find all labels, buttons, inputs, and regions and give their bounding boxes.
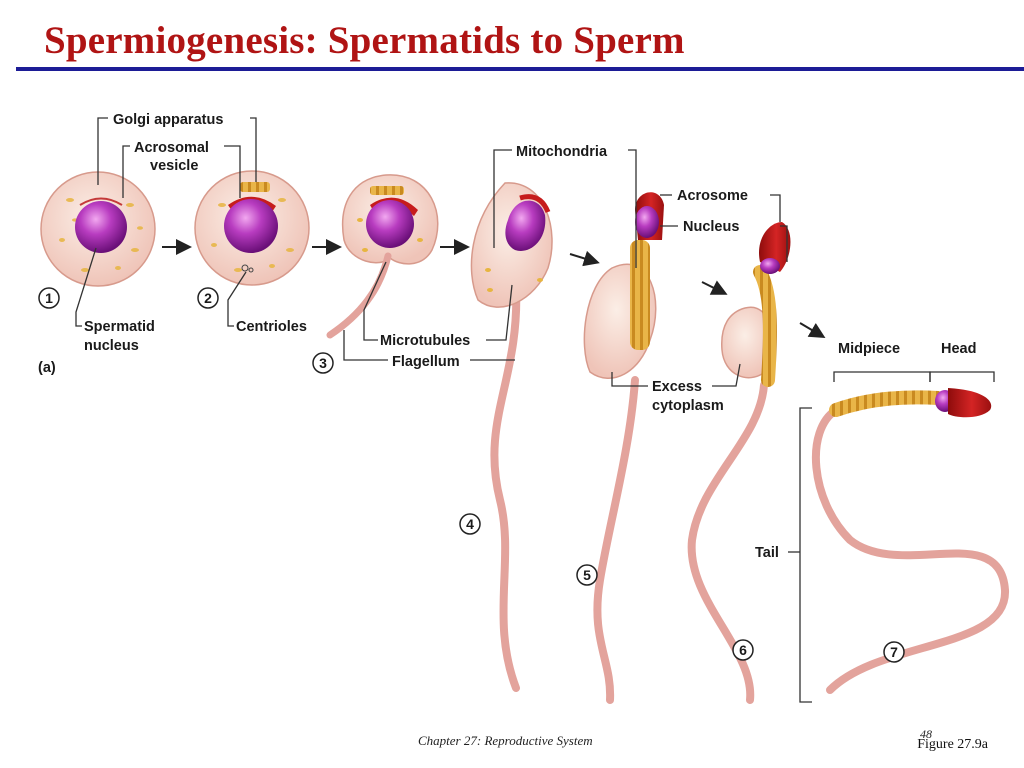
- stage-number-6: 6: [732, 639, 754, 661]
- svg-text:Spermatid: Spermatid: [84, 319, 155, 335]
- stage-7-sperm: [811, 388, 1010, 694]
- svg-text:Excess: Excess: [652, 379, 702, 395]
- svg-text:1: 1: [45, 290, 53, 306]
- label-golgi-apparatus: Golgi apparatus: [97, 112, 257, 185]
- label-acrosomal-vesicle: Acrosomal vesicle: [122, 140, 241, 198]
- svg-text:2: 2: [204, 290, 212, 306]
- arrow-5-6: [701, 280, 728, 295]
- svg-text:3: 3: [319, 355, 327, 371]
- svg-text:Tail: Tail: [755, 545, 779, 561]
- svg-text:Flagellum: Flagellum: [392, 354, 460, 370]
- stage-number-1: 1: [38, 287, 60, 309]
- label-head: Head: [929, 341, 995, 382]
- svg-text:Golgi apparatus: Golgi apparatus: [113, 112, 223, 128]
- stage-number-5: 5: [576, 564, 598, 586]
- svg-text:5: 5: [583, 567, 591, 583]
- stage-6-cell: [687, 222, 791, 704]
- label-excess-cytoplasm: Excess cytoplasm: [611, 363, 741, 414]
- svg-text:Nucleus: Nucleus: [683, 219, 739, 235]
- svg-text:vesicle: vesicle: [150, 158, 198, 174]
- svg-text:Head: Head: [941, 341, 976, 357]
- stage-number-3: 3: [312, 352, 334, 374]
- svg-text:Centrioles: Centrioles: [236, 319, 307, 335]
- page-number: 48: [920, 727, 932, 741]
- title-underline: [16, 67, 1024, 71]
- svg-text:6: 6: [739, 642, 747, 658]
- stage-number-4: 4: [459, 513, 481, 535]
- label-acrosome: Acrosome: [660, 188, 781, 222]
- stage-4-cell: [470, 182, 553, 692]
- svg-text:Microtubules: Microtubules: [380, 333, 470, 349]
- label-spermatid-nucleus: Spermatid nucleus: [75, 247, 155, 354]
- svg-text:7: 7: [890, 644, 898, 660]
- stage-1-cell: [40, 171, 156, 287]
- svg-text:Acrosome: Acrosome: [677, 188, 748, 204]
- stage-5-cell: [583, 192, 664, 704]
- label-microtubules: Microtubules: [363, 261, 513, 349]
- svg-text:nucleus: nucleus: [84, 338, 139, 354]
- label-flagellum: Flagellum: [343, 330, 515, 370]
- label-centrioles: Centrioles: [227, 271, 307, 335]
- stage-3-cell: [326, 174, 439, 339]
- label-nucleus: Nucleus: [660, 219, 788, 262]
- panel-label: (a): [38, 360, 56, 376]
- stage-number-2: 2: [197, 287, 219, 309]
- arrow-6-7: [799, 322, 826, 339]
- svg-text:cytoplasm: cytoplasm: [652, 398, 724, 414]
- figure-reference: Figure 27.9a: [917, 737, 988, 752]
- svg-text:Acrosomal: Acrosomal: [134, 140, 209, 156]
- arrow-4-5: [569, 250, 600, 267]
- stage-2-cell: [194, 170, 310, 286]
- svg-text:Mitochondria: Mitochondria: [516, 144, 608, 160]
- svg-text:4: 4: [466, 516, 474, 532]
- chapter-footer: Chapter 27: Reproductive System: [418, 733, 593, 748]
- slide-title: Spermiogenesis: Spermatids to Sperm: [44, 19, 685, 62]
- label-tail: Tail: [755, 407, 812, 703]
- svg-text:Midpiece: Midpiece: [838, 341, 900, 357]
- label-midpiece: Midpiece: [833, 341, 931, 382]
- label-mitochondria: Mitochondria: [493, 144, 637, 268]
- stage-number-7: 7: [883, 641, 905, 663]
